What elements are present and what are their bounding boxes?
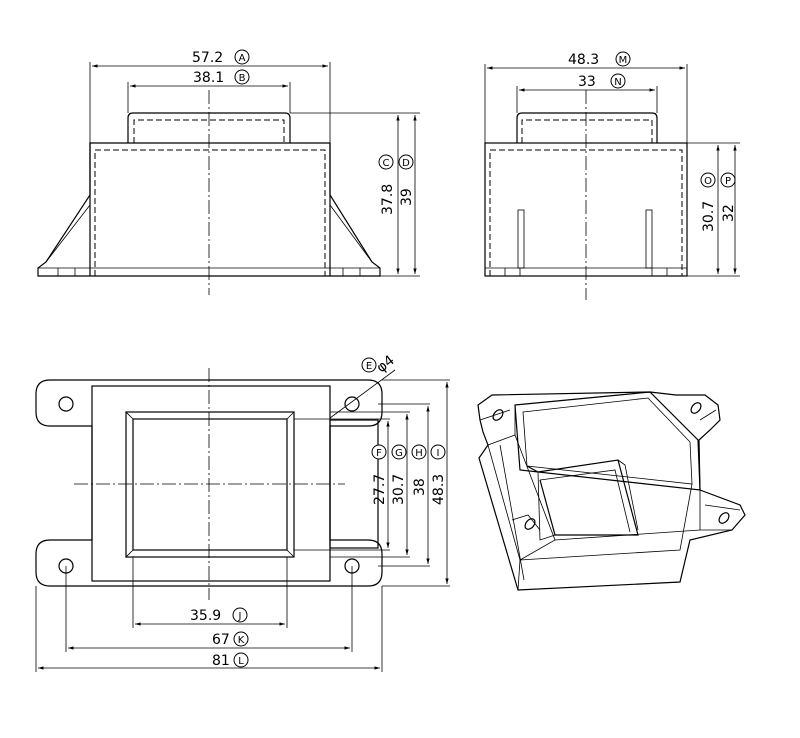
iso-hole-1: [492, 409, 504, 421]
top-dimensions: [35, 369, 450, 672]
dim-label-c: C 37.8: [378, 154, 396, 215]
dim-label-l: 81 L: [212, 652, 249, 669]
iso-hole-2: [690, 402, 702, 414]
dim-letter-o: O: [704, 176, 712, 187]
dim-letter-f: F: [376, 448, 382, 459]
dim-label-a: 57.2 A: [192, 49, 250, 66]
dim-label-d: D 39: [398, 154, 415, 206]
dim-value-a: 57.2: [192, 50, 223, 66]
iso-hole-4: [718, 512, 730, 524]
dim-value-k: 67: [212, 632, 230, 648]
dim-value-c: 37.8: [380, 184, 396, 215]
dim-label-n: 33 N: [578, 73, 626, 90]
dim-label-b: 38.1 B: [193, 69, 250, 86]
dim-value-f: 27.7: [372, 474, 388, 505]
dim-letter-e: E: [366, 361, 372, 372]
dim-label-f: F 27.7: [371, 444, 388, 505]
side-dimensions: [484, 64, 740, 277]
dim-letter-b: B: [239, 73, 246, 84]
dim-letter-n: N: [614, 77, 621, 88]
dim-value-g: 30.7: [391, 474, 407, 505]
dim-letter-j: J: [238, 611, 242, 622]
dim-label-k: 67 K: [212, 631, 249, 648]
dim-letter-p: P: [725, 176, 731, 187]
dim-letter-l: L: [238, 656, 244, 667]
dim-value-j: 35.9: [190, 608, 221, 624]
dim-letter-i: I: [437, 448, 440, 459]
dim-letter-a: A: [239, 53, 246, 64]
isometric-view: [477, 391, 746, 591]
side-view: [484, 90, 688, 300]
dim-value-n: 33: [578, 74, 596, 90]
dim-value-l: 81: [212, 653, 230, 669]
front-dimensions: [89, 62, 420, 277]
front-view: [37, 90, 381, 295]
mounting-hole-tl: [58, 396, 74, 412]
dim-label-p: P 32: [720, 172, 737, 222]
iso-hole-3: [524, 518, 536, 530]
dim-value-d: 39: [399, 188, 415, 206]
dim-letter-c: C: [383, 158, 390, 169]
dim-value-i: 48.3: [431, 474, 447, 505]
dim-label-o: O 30.7: [700, 172, 717, 232]
dim-value-m: 48.3: [568, 52, 599, 68]
dim-value-e: φ4: [374, 352, 398, 376]
mounting-hole-tr: [344, 396, 360, 412]
top-view: [35, 368, 383, 600]
dim-letter-d: D: [402, 158, 410, 169]
dim-letter-g: G: [395, 448, 403, 459]
dim-label-g: G 30.7: [391, 444, 407, 505]
dim-value-o: 30.7: [701, 201, 717, 232]
dim-label-j: 35.9 J: [190, 607, 248, 624]
dim-label-i: I 48.3: [430, 444, 447, 505]
dim-label-h: H 38: [411, 444, 428, 496]
dim-letter-h: H: [415, 448, 423, 459]
dim-letter-m: M: [619, 55, 628, 66]
dim-value-h: 38: [412, 478, 428, 496]
dim-label-e: E φ4: [361, 352, 398, 376]
dim-value-b: 38.1: [193, 70, 224, 86]
dim-value-p: 32: [721, 204, 737, 222]
dim-letter-k: K: [238, 635, 245, 646]
dim-label-m: 48.3 M: [568, 51, 631, 68]
